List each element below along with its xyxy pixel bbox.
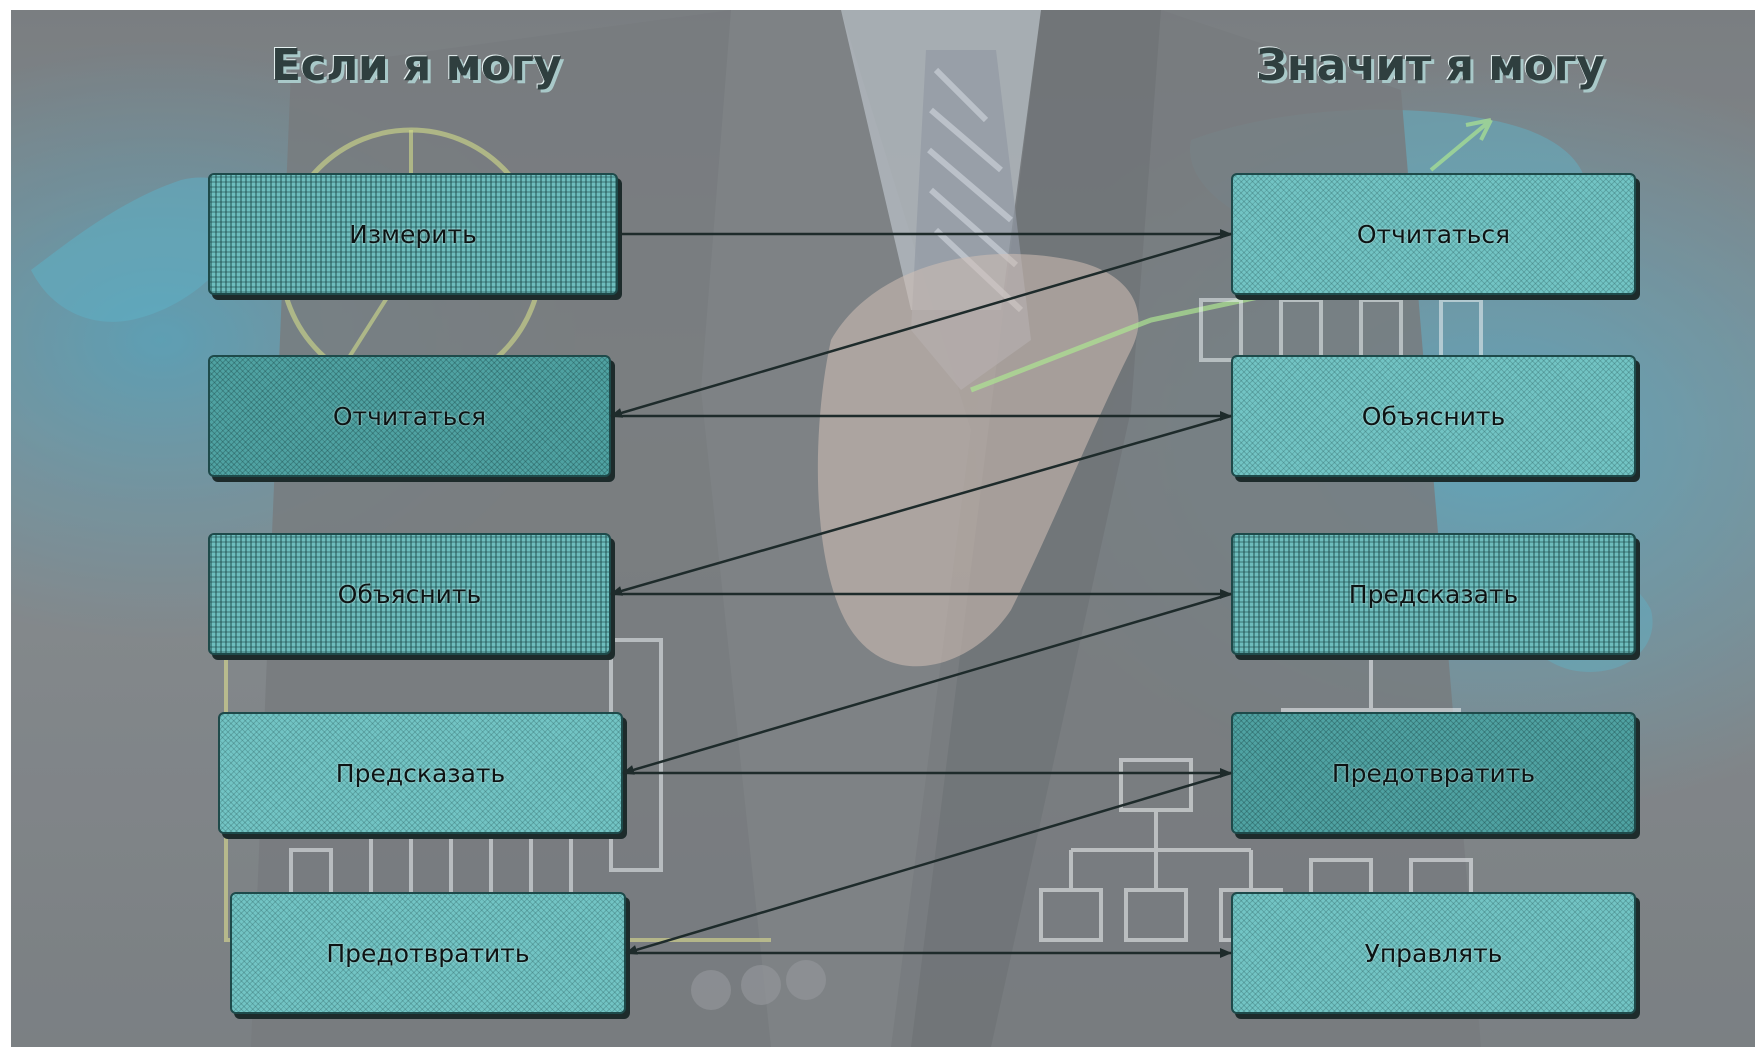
left-box-measure: Измерить bbox=[208, 173, 618, 295]
right-box-prevent: Предотвратить bbox=[1231, 712, 1636, 834]
right-column-heading: Значит я могу bbox=[1256, 40, 1605, 91]
right-box-manage: Управлять bbox=[1231, 892, 1636, 1014]
right-box-report: Отчитаться bbox=[1231, 173, 1636, 295]
left-column-heading: Если я могу bbox=[271, 40, 562, 91]
left-box-prevent: Предотвратить bbox=[230, 892, 626, 1014]
left-box-report: Отчитаться bbox=[208, 355, 611, 477]
diagram-canvas: Если я могу Значит я могу Измерить Отчит… bbox=[11, 10, 1755, 1047]
right-box-predict: Предсказать bbox=[1231, 533, 1636, 655]
left-box-explain: Объяснить bbox=[208, 533, 611, 655]
left-box-predict: Предсказать bbox=[218, 712, 623, 834]
right-box-explain: Объяснить bbox=[1231, 355, 1636, 477]
